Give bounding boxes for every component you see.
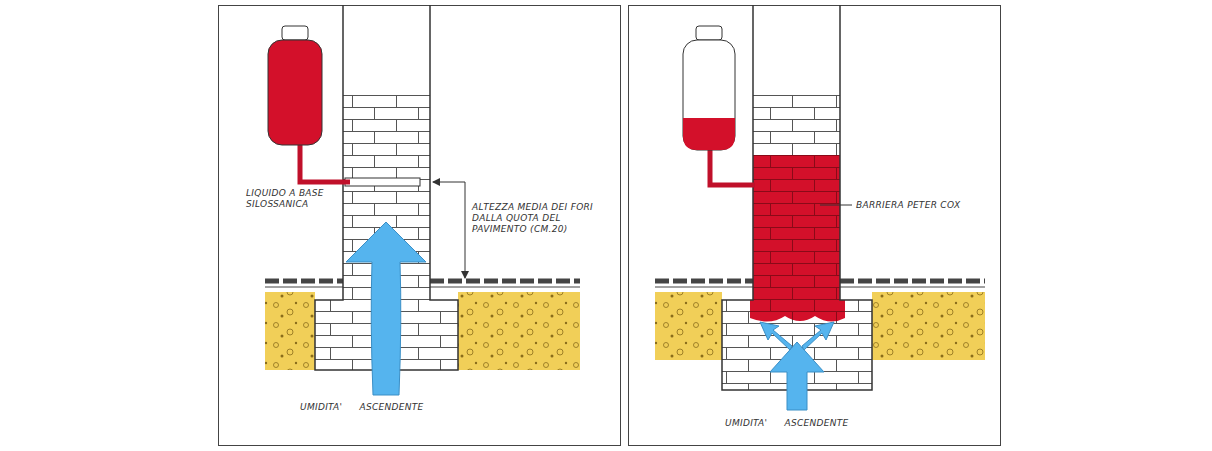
dimension-line — [465, 182, 466, 278]
liquid-bottle — [268, 40, 322, 145]
deflected-arrow — [802, 322, 834, 350]
soil — [265, 292, 580, 370]
panel-frame — [219, 6, 621, 446]
dimension-label: ALTEZZA MEDIA DEI FORI DALLA QUOTA DEL P… — [472, 202, 612, 235]
bottle-neck — [696, 26, 722, 40]
drill-hole — [345, 178, 420, 186]
dimension-line — [433, 182, 465, 183]
liquid-level — [683, 118, 735, 150]
moisture-arrow — [346, 222, 426, 395]
caption-label: UMIDITA' ASCENDENTE — [725, 418, 925, 429]
bottle-neck — [282, 26, 308, 40]
callout-label: BARRIERA PETER COX — [856, 200, 986, 211]
chemical-barrier — [750, 155, 845, 322]
deflected-arrow — [760, 322, 792, 350]
ground — [265, 292, 580, 370]
caption-label: UMIDITA' ASCENDENTE — [300, 402, 500, 413]
note-label: LIQUIDO A BASE SILOSSANICA — [246, 188, 338, 210]
feed-tube — [300, 145, 350, 182]
panel-frame — [629, 6, 1001, 446]
liquid-bottle — [683, 40, 735, 150]
feed-tube — [710, 150, 755, 185]
wall-outline — [722, 5, 872, 390]
leader-line — [820, 205, 852, 206]
moisture-arrow — [770, 342, 824, 410]
